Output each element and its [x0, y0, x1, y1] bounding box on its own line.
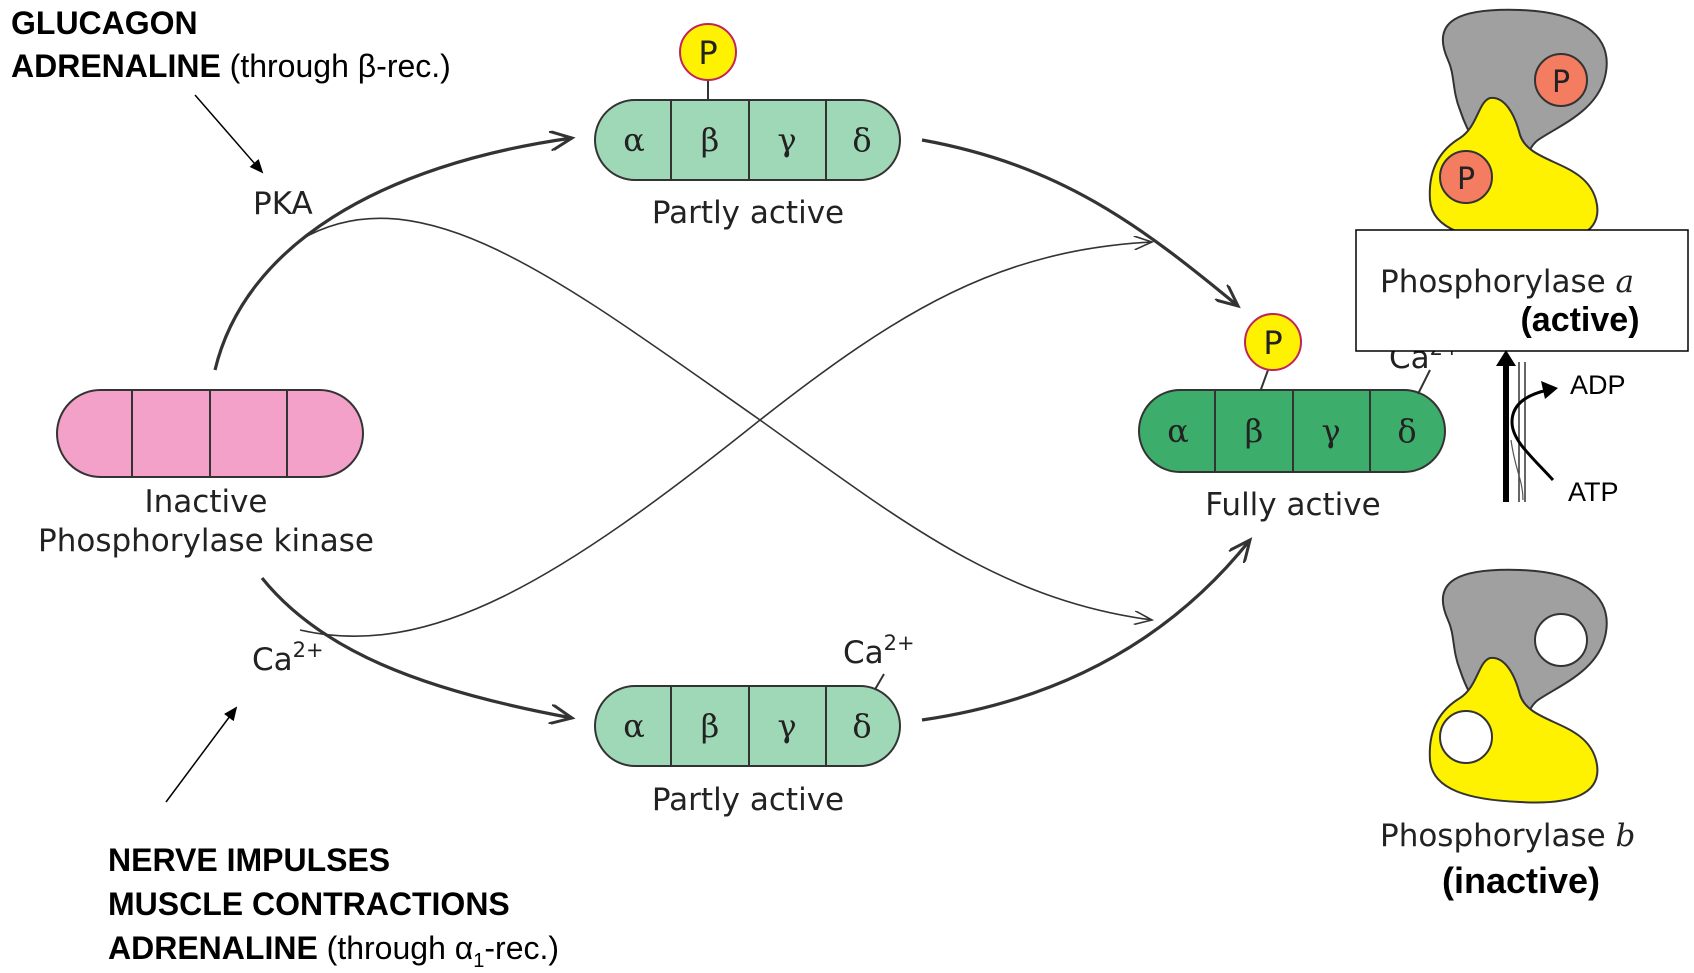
- cross-arrow-pka-to-ca: [299, 217, 1152, 620]
- atp-adp-curve: [1510, 388, 1555, 482]
- subunit-alpha-top: α: [623, 121, 645, 159]
- partly-active-bottom-label: Partly active: [652, 782, 844, 818]
- stimuli-to-ca-arrow: [165, 706, 238, 803]
- cross-arrow-ca-to-pka: [299, 242, 1152, 637]
- subunit-delta-fully: δ: [1397, 412, 1416, 450]
- fully-active-kinase: P α β γ δ Ca2+: [1138, 313, 1461, 473]
- activation-arrow-head: [1496, 350, 1516, 366]
- phosphate-circle-a-yellow: [1439, 150, 1493, 204]
- pka-pathway-arrow: [213, 138, 572, 371]
- adp-arrow-head: [1541, 381, 1558, 399]
- phosphorylase-b-yellow-subunit: [1428, 656, 1599, 804]
- subunit-beta-bottom: β: [701, 707, 720, 745]
- adrenaline-beta-label: ADRENALINE (through β-rec.): [11, 48, 451, 84]
- ca-pathway-arrow: [260, 576, 572, 718]
- bottom-left-stimuli: NERVE IMPULSES MUSCLE CONTRACTIONS ADREN…: [108, 842, 559, 972]
- phosphorylase-b-structure: [1428, 568, 1608, 804]
- ca-label-left: Ca2+: [252, 638, 324, 678]
- pka-label: PKA: [253, 186, 313, 222]
- ca-label-partly: Ca2+: [843, 631, 915, 671]
- phosphorylase-a-name: Phosphorylase a: [1380, 264, 1634, 300]
- subunit-alpha-fully: α: [1167, 412, 1189, 450]
- inactive-label: Inactive: [144, 484, 267, 520]
- subunit-beta-fully: β: [1245, 412, 1264, 450]
- subunit-delta-top: δ: [852, 121, 871, 159]
- adrenaline-alpha-label: ADRENALINE (through α1-rec.): [108, 930, 559, 972]
- hormone-to-pka-arrow: [194, 94, 264, 174]
- phosphate-label-a-gray: P: [1552, 65, 1570, 100]
- fully-active-label: Fully active: [1205, 487, 1380, 523]
- phosphorylase-b-name: Phosphorylase b: [1380, 818, 1635, 854]
- partly-active-phospho-kinase: P α β γ δ: [594, 23, 901, 181]
- adp-label: ADP: [1570, 370, 1626, 400]
- partly-active-ca-kinase: Ca2+ α β γ δ: [594, 631, 915, 767]
- nerve-impulses-label: NERVE IMPULSES: [108, 842, 390, 878]
- empty-site-b-gray: [1534, 613, 1588, 667]
- subunit-gamma-fully: γ: [1321, 412, 1340, 450]
- phosphorylase-kinase-label: Phosphorylase kinase: [38, 523, 374, 559]
- phosphate-circle-fully: [1244, 313, 1302, 371]
- phosphorylase-b-state: (inactive): [1442, 860, 1600, 901]
- inactive-kinase: [56, 389, 364, 478]
- phosphate-label-fully: P: [1263, 324, 1282, 362]
- subunit-beta-top: β: [701, 121, 720, 159]
- subunit-gamma-top: γ: [777, 121, 796, 159]
- phosphate-circle-a-gray: [1534, 53, 1588, 107]
- partly-to-fully-top-arrow: [921, 138, 1238, 306]
- glucagon-label: GLUCAGON: [11, 5, 198, 41]
- partly-to-fully-bottom-arrow: [921, 540, 1250, 722]
- phosphate-circle-top: [679, 23, 737, 81]
- phosphate-label-a-yellow: P: [1457, 162, 1475, 197]
- subunit-alpha-bottom: α: [623, 707, 645, 745]
- subunit-delta-bottom: δ: [852, 707, 871, 745]
- muscle-contractions-label: MUSCLE CONTRACTIONS: [108, 886, 510, 922]
- phosphorylase-a-label-box: [1355, 229, 1689, 352]
- phosphate-label-top: P: [698, 34, 717, 72]
- interconversion-arrows: [1496, 350, 1558, 502]
- atp-label: ATP: [1568, 477, 1619, 507]
- subunit-gamma-bottom: γ: [777, 707, 796, 745]
- partly-active-top-label: Partly active: [652, 195, 844, 231]
- phosphorylase-a-state: (active): [1520, 301, 1639, 339]
- phosphorylase-a-structure: P P: [1428, 8, 1608, 244]
- empty-site-b-yellow: [1439, 710, 1493, 764]
- top-left-stimuli: GLUCAGON ADRENALINE (through β-rec.): [11, 5, 451, 84]
